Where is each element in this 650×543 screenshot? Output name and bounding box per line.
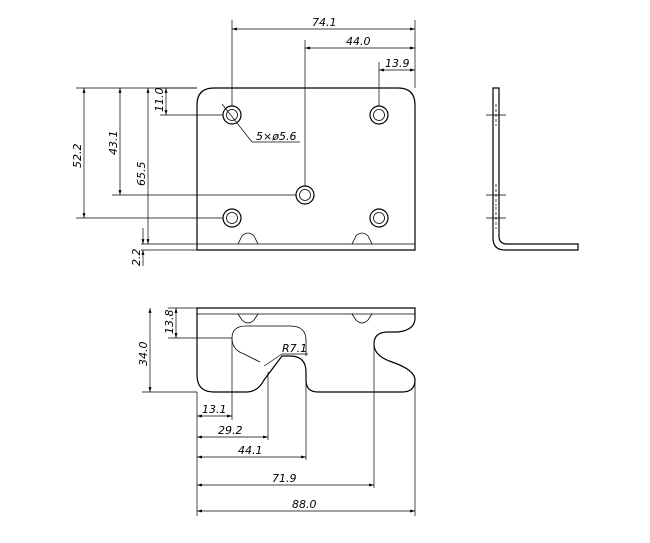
dim-2-2: 2.2: [130, 249, 143, 267]
dim-44-1: 44.1: [238, 444, 263, 457]
hole-top-right: [369, 105, 389, 125]
dim-74-1: 74.1: [312, 16, 337, 29]
dim-11-0: 11.0: [153, 88, 166, 113]
dim-52-2: 52.2: [71, 144, 84, 169]
front-plate-outline: [196, 87, 416, 251]
hole-callout: 5×ø5.6: [256, 130, 296, 143]
dim-13-1: 13.1: [202, 403, 227, 416]
side-profile: [492, 87, 579, 251]
dim-71-9: 71.9: [272, 472, 297, 485]
dim-34-0: 34.0: [137, 342, 150, 367]
front-notch-left: [237, 232, 259, 245]
top-notch-left: [237, 313, 259, 324]
top-plate-outline: [196, 307, 416, 393]
hole-center: [295, 185, 315, 205]
front-view: 74.1 44.0 13.9 11.0 52.2 43.1 65.5 2.2: [71, 16, 416, 267]
dim-13-9: 13.9: [385, 57, 410, 70]
dim-r7-1: R7.1: [282, 342, 307, 355]
hole-bottom-left: [222, 208, 242, 228]
dim-65-5: 65.5: [135, 162, 148, 187]
hole-bottom-right: [369, 208, 389, 228]
dim-43-1: 43.1: [107, 131, 120, 156]
dim-13-8: 13.8: [163, 310, 176, 335]
dim-29-2: 29.2: [218, 424, 243, 437]
top-view: 13.8 34.0 R7.1 13.1 29.2 44.1 71.9 88.0: [137, 307, 416, 516]
top-notch-right: [351, 313, 373, 324]
dim-88-0: 88.0: [292, 498, 317, 511]
side-view: [486, 87, 579, 251]
dim-44-0: 44.0: [346, 35, 371, 48]
front-notch-right: [351, 232, 373, 245]
